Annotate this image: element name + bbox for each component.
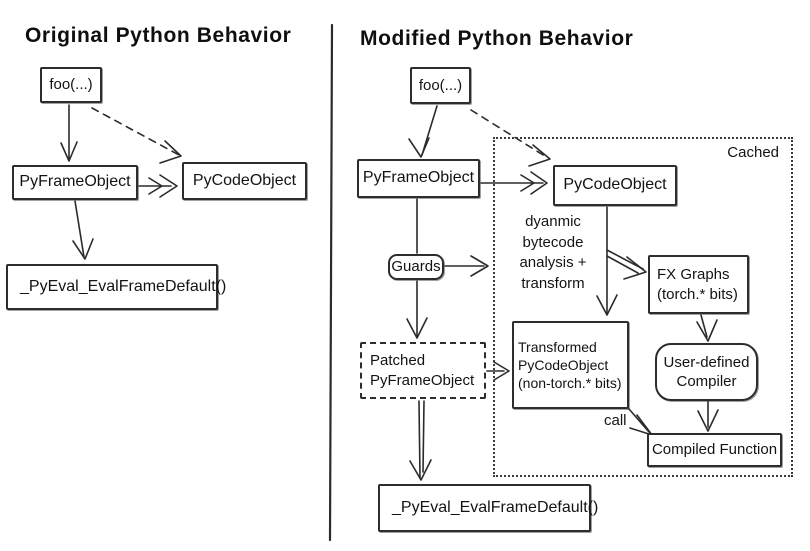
node-pycodeobject-right: PyCodeObject [553,165,677,206]
arrow-patched-to-pyeval-right [409,400,432,481]
arrow-pyframe-to-pycode-right [480,171,548,195]
node-compiled-function: Compiled Function [647,433,782,467]
node-fx-graphs: FX Graphs (torch.* bits) [648,255,749,314]
node-pyeval-right: _PyEval_EvalFrameDefault() [378,484,598,532]
left-panel-title: Original Python Behavior [25,24,292,47]
arrow-pycode-to-fx-graphs [606,249,647,280]
arrow-foo-to-pycode-left [91,107,182,164]
node-pyframeobject-left: PyFrameObject [12,165,138,200]
node-foo-right: foo(...) [410,67,471,104]
arrow-foo-to-pyframe-left [60,104,78,162]
cached-region: Cached [493,137,793,477]
arrow-guards-to-patched [406,280,428,339]
node-pyframeobject-right: PyFrameObject [357,159,480,198]
node-foo-left: foo(...) [40,67,102,103]
node-patched-pyframeobject: Patched PyFrameObject [360,342,486,399]
arrow-foo-to-pycode-right [470,109,551,167]
arrow-fx-to-compiler [696,314,718,342]
node-guards: Guards [388,254,444,280]
arrow-guards-to-cache [444,255,489,277]
arrow-pycode-to-transformed [596,206,618,316]
node-transformed-pycodeobject: Transformed PyCodeObject (non-torch.* bi… [512,321,629,409]
panel-divider [328,23,334,542]
arrow-patched-to-transformed [486,361,510,381]
arrow-pyframe-to-pyeval-left [72,200,94,260]
arrow-foo-to-pyframe-right [408,105,438,158]
bytecode-analysis-note: dyanmic bytecode analysis + transform [519,213,587,293]
arrow-compiler-to-compiled [697,400,719,432]
arrow-pyframe-to-pycode-left [138,174,178,198]
node-pyeval-left: _PyEval_EvalFrameDefault() [6,264,226,310]
node-pycodeobject-left: PyCodeObject [182,162,307,200]
cached-label: Cached [727,144,779,161]
node-user-defined-compiler: User-defined Compiler [655,343,758,401]
call-label: call [604,412,627,429]
right-panel-title: Modified Python Behavior [360,27,634,50]
